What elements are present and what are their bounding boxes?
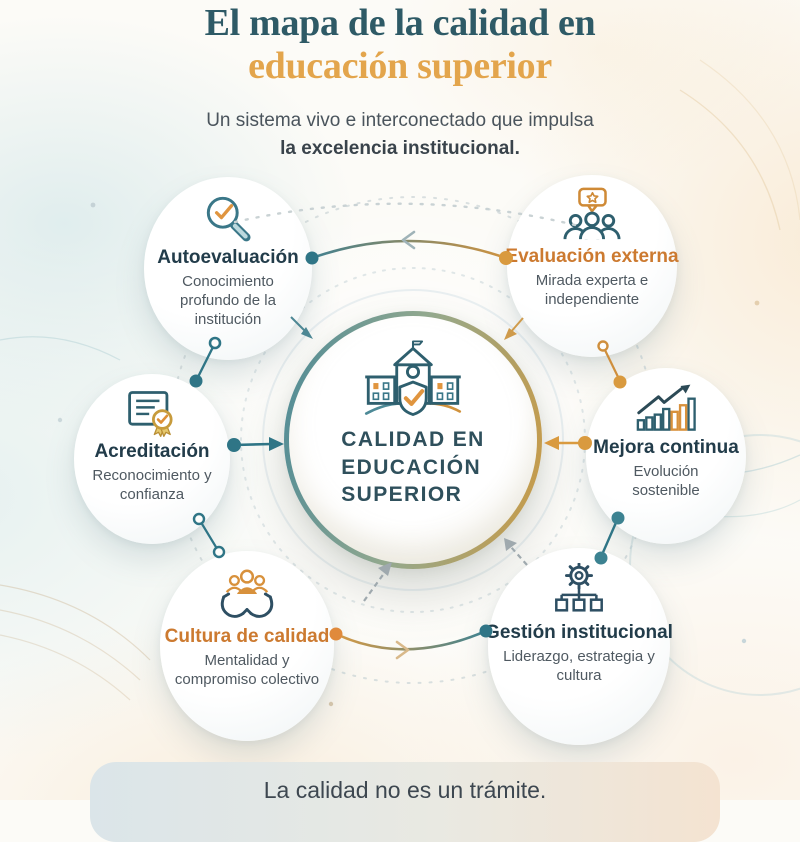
node-subtitle: Liderazgo, estrategia y cultura	[503, 648, 655, 684]
central-label-line3: SUPERIOR	[341, 483, 463, 507]
node-subtitle: Reconocimiento y confianza	[92, 467, 212, 503]
magnifier-check-icon	[206, 196, 251, 242]
subtitle-line2: la excelencia institucional.	[280, 137, 520, 159]
page-subtitle: Un sistema vivo e interconectado que imp…	[0, 107, 800, 162]
node-title: Gestión institucional	[485, 622, 673, 643]
school-shield-icon	[364, 340, 462, 416]
title-line1: El mapa de la calidad en	[204, 2, 596, 44]
node-title: Acreditación	[94, 441, 210, 462]
central-node-face: CALIDAD EN EDUCACIÓN SUPERIOR	[289, 316, 537, 564]
node-title: Evaluación externa	[505, 246, 679, 267]
footer-banner: La calidad no es un trámite.	[90, 762, 720, 842]
speech-star-people-icon	[563, 187, 621, 240]
node-title: Autoevaluación	[157, 247, 299, 268]
node-subtitle: Mirada experta e independiente	[535, 272, 649, 308]
node-subtitle: Mentalidad y compromiso colectivo	[174, 652, 320, 688]
node-mejora-continua: Mejora continua Evolución sostenible	[586, 368, 746, 544]
node-cultura-de-calidad: Cultura de calidad Mentalidad y compromi…	[160, 551, 334, 741]
node-title: Mejora continua	[593, 437, 739, 458]
central-label-line2: EDUCACIÓN	[341, 455, 482, 479]
central-label: CALIDAD EN EDUCACIÓN SUPERIOR	[341, 426, 485, 509]
title-line2: educación superior	[248, 44, 552, 87]
central-node: CALIDAD EN EDUCACIÓN SUPERIOR	[284, 311, 542, 569]
footer-text: La calidad no es un trámite.	[263, 777, 547, 803]
node-title: Cultura de calidad	[164, 626, 330, 647]
node-subtitle: Conocimiento profundo de la institución	[180, 273, 276, 328]
page-title: El mapa de la calidad en educación super…	[0, 2, 800, 87]
header: El mapa de la calidad en educación super…	[0, 2, 800, 162]
growth-chart-icon	[636, 384, 696, 431]
certificate-medal-icon	[128, 391, 173, 437]
hands-people-icon	[220, 569, 274, 618]
node-acreditacion: Acreditación Reconocimiento y confianza	[74, 374, 230, 544]
node-subtitle: Evolución sostenible	[632, 463, 700, 499]
node-gestion-institucional: Gestión institucional Liderazgo, estrate…	[485, 548, 673, 745]
central-label-line1: CALIDAD EN	[341, 428, 485, 451]
gear-orgchart-icon	[555, 563, 603, 612]
node-autoevaluacion: Autoevaluación Conocimiento profundo de …	[144, 177, 312, 360]
node-evaluacion-externa: Evaluación externa Mirada experta e inde…	[505, 175, 679, 357]
subtitle-line1: Un sistema vivo e interconectado que imp…	[206, 110, 594, 132]
